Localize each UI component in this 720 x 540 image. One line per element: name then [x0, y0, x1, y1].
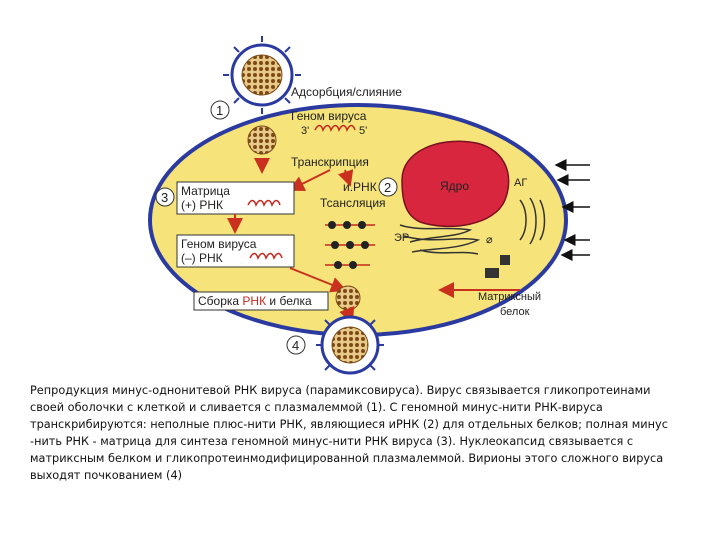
er-label: ЭР: [394, 232, 409, 244]
matrix-plus-rna: (+) РНК: [181, 198, 223, 212]
golgi-apparatus: [519, 197, 546, 245]
genome-box: [176, 234, 295, 268]
step1-number: 1: [216, 103, 223, 118]
step2-marker: [378, 177, 398, 197]
step3-marker: [155, 187, 175, 207]
endoplasmic-reticulum: [399, 224, 481, 255]
transcription-label: Транскрипция: [291, 155, 369, 169]
vesicle-mark: ⌀: [486, 234, 493, 246]
genome-rna-coil: [314, 124, 356, 132]
assembly-rna: РНК: [242, 294, 266, 308]
virus-replication-diagram: Ядро ЭР АГ ⌀ 1 Адсорбция/слияние: [148, 36, 590, 375]
genome-rna-coil-2: [249, 252, 283, 260]
prime3-label: 3': [301, 125, 309, 137]
figure-caption: Репродукция минус-однонитевой РНК вируса…: [30, 384, 668, 482]
assembly-post: и белка: [266, 294, 312, 308]
prime5-label: 5': [359, 125, 367, 137]
translation-label: Тсансляция: [320, 196, 386, 210]
genome-virus-label: Геном вируса: [291, 109, 367, 123]
matrix-protein-cluster: [485, 255, 510, 278]
virion-incoming: [223, 36, 301, 114]
assembly-box: [193, 291, 329, 311]
matrix-protein-label-2: белок: [500, 306, 530, 318]
step2-number: 2: [384, 180, 391, 195]
nucleus: Ядро: [401, 140, 510, 228]
step1-marker: [210, 100, 230, 120]
mrna-label: и.РНК: [343, 180, 377, 194]
nucleus-label: Ядро: [440, 179, 469, 193]
genome-minus-rna: (–) РНК: [181, 251, 223, 265]
virion-budding: [316, 315, 384, 375]
step3-number: 3: [161, 190, 168, 205]
assembly-pre: Сборка: [198, 294, 242, 308]
polysomes: [325, 221, 375, 269]
matrix-title: Матрица: [181, 184, 230, 198]
adsorption-label: Адсорбция/слияние: [291, 85, 402, 99]
step4-number: 4: [292, 338, 299, 353]
matrix-box: [176, 181, 295, 215]
nucleocapsid-assembly: [335, 285, 361, 311]
glycoprotein-arrows: [554, 159, 590, 261]
assembly-label: Сборка РНК и белка: [198, 294, 312, 308]
step4-marker: [286, 335, 306, 355]
ag-label: АГ: [514, 177, 527, 189]
matrix-rna-coil: [247, 199, 281, 207]
matrix-protein-label-1: Матриксный: [478, 291, 541, 303]
nucleocapsid-entering: [247, 125, 277, 155]
genome-title: Геном вируса: [181, 237, 257, 251]
